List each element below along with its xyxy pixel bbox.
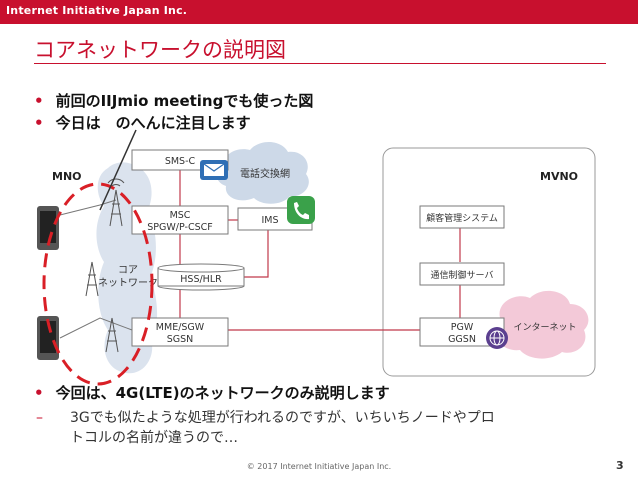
mvno-label: MVNO: [540, 170, 578, 183]
cell-tower-icon: [107, 178, 125, 227]
bullet-1-text: 前回のIIJmio meetingでも使った図: [55, 92, 314, 110]
cell-tower-icon: [105, 317, 119, 353]
core-label-2: ネットワーク: [98, 277, 158, 289]
node-comm: [419, 262, 505, 286]
node-comm-label: 通信制御サーバ: [431, 269, 494, 281]
header-bar: Internet Initiative Japan Inc.: [0, 0, 638, 24]
cell-tower-icon: [85, 261, 99, 297]
node-mme-label-2: SGSN: [167, 334, 194, 345]
core-label-1: コア: [118, 265, 138, 276]
bullet-3-text: 今回は、4G(LTE)のネットワークのみ説明します: [55, 384, 390, 402]
mail-icon: [200, 160, 228, 180]
node-hss-database-icon: [157, 263, 245, 291]
phone-icon: [287, 196, 315, 224]
sub-bullet-dash: –: [36, 410, 43, 426]
node-msc-label-1: MSC: [170, 210, 191, 221]
title-divider: [34, 63, 606, 64]
focus-highlight-ellipse: [42, 182, 154, 386]
phone-network-cloud: [216, 141, 309, 204]
bullet-2-text: 今日は のへんに注目します: [55, 114, 251, 132]
footer-copyright: © 2017 Internet Initiative Japan Inc.: [246, 462, 392, 471]
node-crm: [419, 205, 505, 229]
node-msc: [131, 205, 229, 235]
phone-network-label: 電話交換網: [240, 167, 290, 180]
sub-bullet-line-1: 3Gでも似たような処理が行われるのですが、いちいちノードやプロ: [70, 410, 495, 426]
smartphone-icon: [37, 316, 59, 360]
slide-title: コアネットワークの説明図: [34, 38, 286, 62]
node-mme-label-1: MME/SGW: [156, 322, 205, 333]
link-ims-hss: [244, 230, 269, 278]
link-phone-tower-1: [59, 199, 117, 216]
sub-bullet: – 3Gでも似たような処理が行われるのですが、いちいちノードやプロ トコルの名前…: [36, 408, 495, 448]
node-pgw-label-1: PGW: [451, 322, 474, 333]
node-pgw-label-2: GGSN: [448, 334, 476, 345]
bullet-dot-icon: •: [34, 92, 44, 110]
bullet-2: • 今日は のへんに注目します: [34, 112, 251, 133]
node-msc-label-2: SPGW/P-CSCF: [147, 222, 212, 233]
pointer-line: [99, 129, 137, 211]
node-hss-label: HSS/HLR: [180, 274, 222, 285]
sub-bullet-line-2: トコルの名前が違うので…: [70, 430, 238, 446]
node-crm-label: 顧客管理システム: [426, 212, 498, 224]
link-phone-tower-2: [59, 317, 133, 339]
node-ims-label: IMS: [261, 215, 278, 226]
internet-label: インターネット: [513, 322, 576, 333]
node-mme: [131, 317, 229, 347]
internet-cloud: [494, 290, 589, 359]
bullet-dot-icon: •: [34, 384, 44, 402]
bullet-dot-icon: •: [34, 114, 44, 132]
node-smsc-label: SMS-C: [165, 156, 196, 167]
mno-label: MNO: [52, 170, 82, 183]
bullet-1: • 前回のIIJmio meetingでも使った図: [34, 90, 313, 111]
mvno-region: [382, 147, 596, 377]
globe-icon: [486, 327, 508, 349]
company-name: Internet Initiative Japan Inc.: [6, 4, 188, 17]
page-number: 3: [616, 459, 624, 472]
bullet-3: • 今回は、4G(LTE)のネットワークのみ説明します: [34, 382, 390, 403]
